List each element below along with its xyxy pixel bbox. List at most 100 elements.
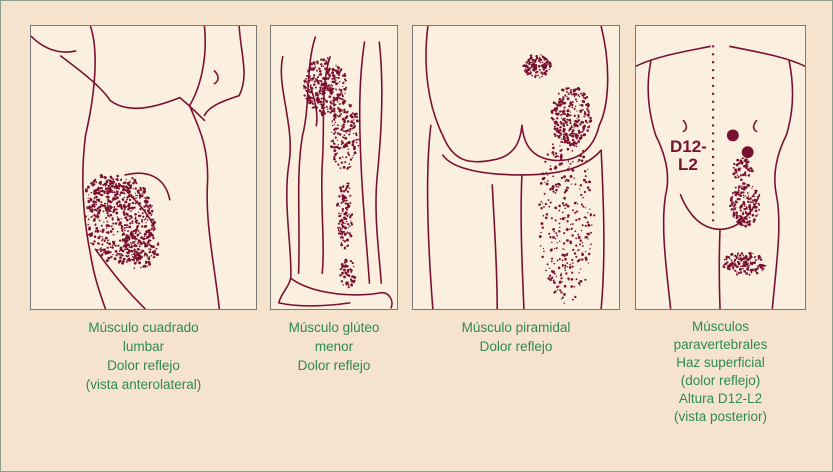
pain-stipple-dot: [349, 130, 351, 133]
pain-stipple-dot: [347, 283, 350, 286]
pain-stipple-dot: [569, 132, 572, 135]
pain-stipple-dot: [130, 249, 134, 253]
pain-stipple-dot: [580, 136, 583, 139]
pain-stipple-dot: [586, 221, 589, 224]
pain-stipple-dot: [112, 253, 114, 256]
pain-stipple-dot: [111, 246, 114, 249]
pain-stipple-dot: [142, 190, 146, 194]
pain-stipple-dot: [746, 192, 749, 194]
pain-stipple-dot: [742, 254, 745, 257]
pain-stipple-dot: [143, 209, 147, 212]
pain-stipple-dot: [725, 258, 728, 261]
pain-stipple-dot: [123, 227, 126, 230]
pain-stipple-dot: [135, 197, 137, 199]
pain-stipple-dot: [555, 275, 558, 278]
pain-stipple-dot: [343, 240, 347, 243]
pain-stipple-dot: [571, 298, 574, 301]
pain-stipple-dot: [136, 261, 138, 263]
caption-line: Músculos: [691, 319, 750, 334]
pain-stipple-dot: [308, 66, 312, 69]
pain-stipple-dot: [576, 110, 578, 112]
pain-stipple-dot: [572, 209, 575, 212]
pain-stipple-dot: [539, 245, 542, 247]
pain-stipple-dot: [739, 265, 742, 268]
pain-stipple-dot: [734, 176, 737, 179]
pain-stipple-dot: [577, 161, 579, 163]
pain-stipple-dot: [106, 189, 108, 192]
pain-stipple-dot: [554, 152, 558, 155]
pain-stipple-dot: [578, 217, 581, 221]
pain-stipple-dot: [105, 236, 108, 239]
pain-stipple-dot: [333, 113, 337, 116]
pain-stipple-dot: [325, 105, 328, 108]
pain-stipple-dot: [151, 213, 153, 215]
pain-stipple-dot: [104, 238, 106, 240]
pain-stipple-dot: [340, 69, 343, 72]
pain-stipple-dot: [337, 222, 341, 225]
pain-stipple-dot: [119, 256, 122, 259]
pain-stipple-dot: [732, 265, 735, 269]
pain-stipple-dot: [751, 201, 753, 204]
pain-stipple-dot: [100, 201, 103, 204]
pain-stipple-dot: [340, 113, 343, 115]
pain-stipple-dot: [336, 124, 339, 127]
pain-stipple-dot: [117, 205, 121, 208]
pain-stipple-dot: [752, 200, 755, 202]
pain-stipple-dot: [333, 142, 336, 145]
pain-stipple-dot: [351, 127, 354, 130]
pain-stipple-dot: [746, 266, 750, 269]
pain-stipple-dot: [553, 291, 556, 294]
pain-stipple-dot: [321, 90, 324, 93]
pain-stipple-dot: [567, 159, 570, 161]
pain-stipple-dot: [96, 199, 98, 201]
pain-stipple-dot: [319, 86, 322, 89]
pain-stipple-dot: [544, 202, 548, 206]
pain-stipple-dot: [128, 191, 131, 194]
pain-stipple-dot: [128, 225, 131, 228]
pain-stipple-dot: [552, 153, 555, 156]
pain-stipple-dot: [556, 259, 559, 262]
pain-stipple-dot: [133, 261, 137, 265]
pain-stipple-dot: [567, 114, 569, 117]
pain-stipple-dot: [315, 106, 318, 110]
pain-stipple-dot: [344, 271, 348, 275]
pain-stipple-dot: [349, 234, 353, 238]
pain-stipple-dot: [759, 264, 762, 268]
pain-stipple-dot: [345, 206, 348, 210]
pain-stipple-dot: [337, 67, 340, 70]
pain-stipple-dot: [107, 231, 110, 233]
pain-stipple-dot: [341, 156, 344, 158]
pain-stipple-dot: [110, 177, 113, 179]
pain-stipple-dot: [132, 256, 134, 258]
pain-stipple-dot: [340, 147, 342, 149]
pain-stipple-dot: [587, 211, 589, 214]
pain-stipple-dot: [581, 121, 585, 124]
pain-stipple-dot: [116, 196, 119, 200]
pain-stipple-dot: [552, 118, 555, 120]
pain-stipple-dot: [745, 217, 748, 220]
pain-stipple-dot: [122, 232, 126, 236]
pain-stipple-dot: [101, 248, 104, 251]
pain-stipple-dot: [87, 218, 90, 221]
pain-stipple-dot: [151, 250, 155, 254]
pain-stipple-dot: [320, 84, 323, 86]
pain-stipple-dot: [584, 119, 588, 123]
pain-stipple-dot: [343, 199, 346, 202]
pain-stipple-dot: [533, 65, 537, 69]
pain-stipple-dot: [748, 221, 751, 224]
pain-stipple-dot: [554, 109, 557, 112]
pain-stipple-dot: [132, 195, 135, 198]
pain-stipple-dot: [740, 178, 743, 182]
pain-stipple-dot: [136, 194, 139, 197]
pain-stipple-dot: [561, 140, 564, 144]
pain-stipple-dot: [118, 253, 121, 256]
pain-stipple-dot: [101, 189, 104, 193]
pain-stipple-dot: [117, 201, 120, 204]
pain-stipple-dot: [305, 77, 308, 80]
pain-stipple-dot: [577, 233, 580, 236]
pain-stipple-dot: [746, 186, 748, 189]
pain-stipple-dot: [147, 257, 151, 261]
pain-stipple-dot: [138, 194, 142, 198]
pain-stipple-dot: [582, 155, 586, 159]
pain-stipple-dot: [742, 191, 745, 194]
